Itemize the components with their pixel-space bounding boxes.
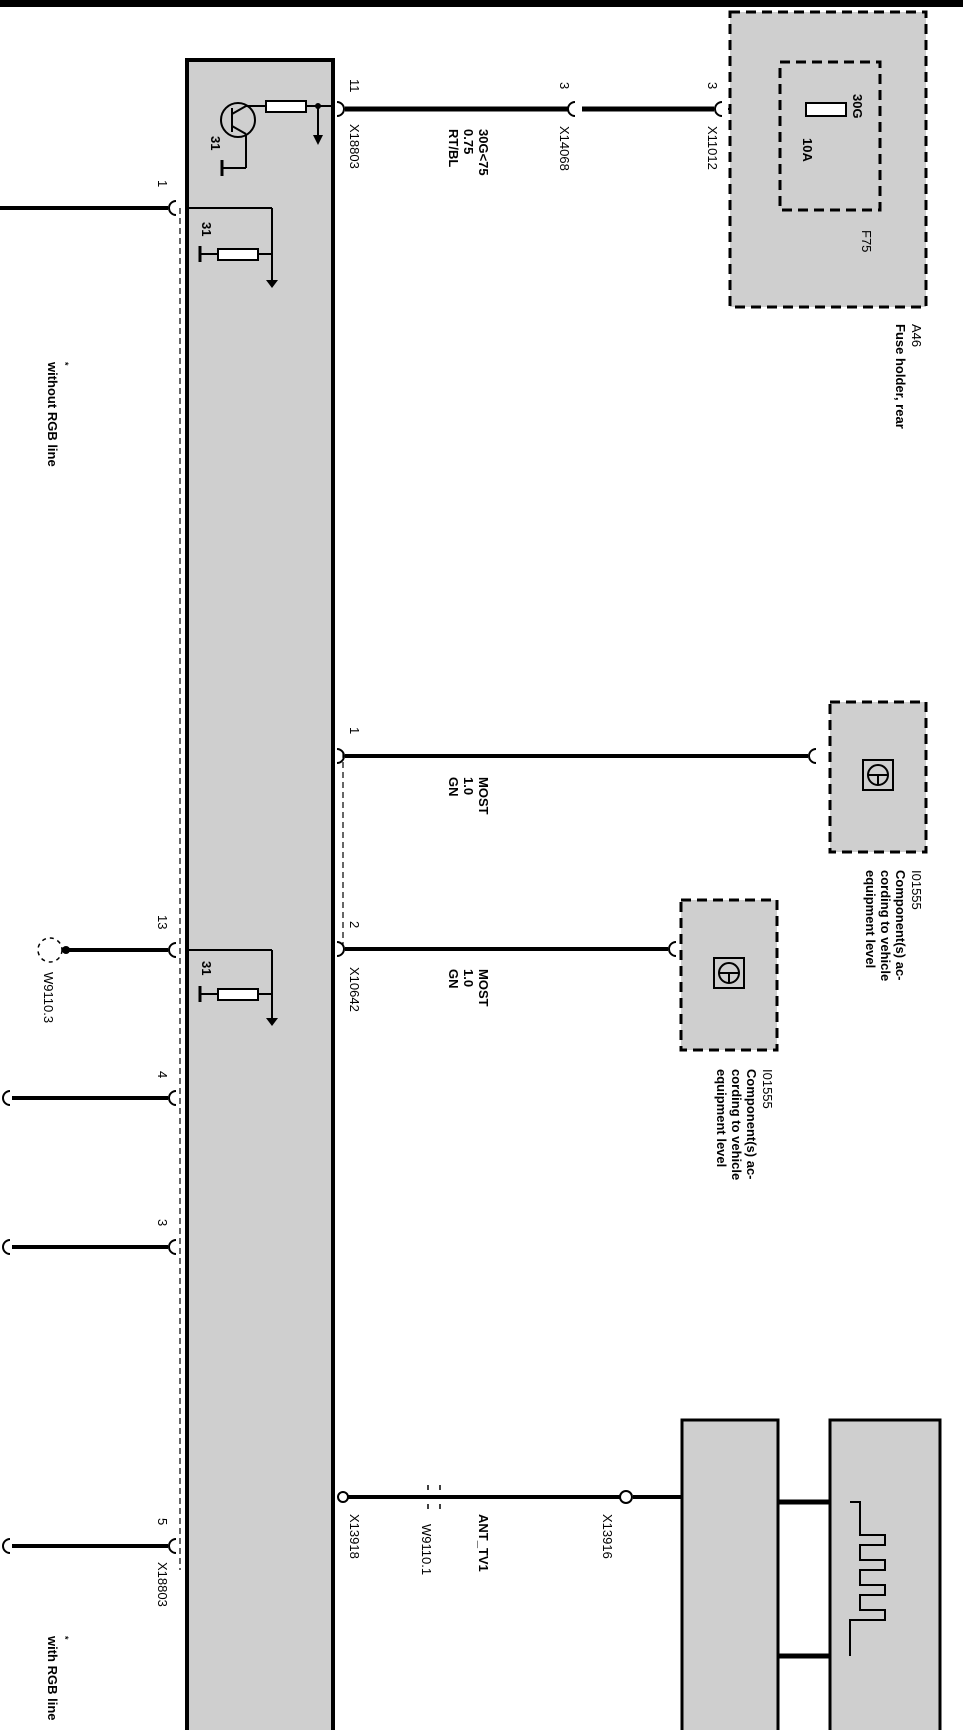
component-box-1 [828,700,928,854]
component-description: equipment level [714,1069,729,1167]
note-mark: * [60,1636,70,1640]
ground-label: 31 [199,961,214,975]
note-with-rgb: with RGB line [45,1635,60,1721]
antenna-meander-icon [849,1501,886,1656]
pin-number: 3 [155,1219,170,1226]
connector-label: X18803 [155,1562,170,1607]
left-wire-pin4 [2,1090,177,1106]
most-wire-2 [336,941,677,957]
left-wire-pin1 [0,200,177,216]
ground-label: 31 [208,136,223,150]
component-description: Component(s) ac- [893,870,908,981]
connector-label: X13918 [347,1514,362,1559]
left-wire-pin13 [68,942,177,958]
shield-circle [37,937,63,963]
wire-gauge: 0.75 [461,129,476,154]
most-wire-1 [336,748,817,764]
ground-arrow-icon [266,280,278,288]
fuse-inner-box [778,60,882,212]
component-id: I01555 [909,870,924,910]
wire-signal: MOST [476,969,491,1007]
pin-number: 1 [155,180,170,187]
connector-label: X10642 [347,967,362,1012]
most-symbol-icon [713,957,745,989]
antenna-connector-mid [619,1490,633,1504]
left-wire-pin5 [2,1538,177,1554]
component-description: cording to vehicle [878,870,893,981]
main-module [185,58,335,1730]
pin-number: 4 [155,1071,170,1078]
component-description: Component(s) ac- [744,1069,759,1180]
most-symbol-icon [862,759,894,791]
wire-color: GN [446,777,461,797]
wire-gauge: 1.0 [461,777,476,795]
connector-label: X11012 [705,126,720,170]
antenna-connector-module [337,1491,349,1503]
connector-label: X13916 [600,1514,615,1559]
wire-signal: ANT_TV1 [476,1514,491,1572]
fuse-terminal: 30G [850,94,865,119]
note-mark: * [60,362,70,366]
note-without-rgb: without RGB line [45,361,60,467]
connector-label: X14068 [557,126,572,171]
antenna-amplifier-block [680,1418,780,1730]
ground-label: 31 [199,222,214,236]
output-transistor-symbol [220,100,333,176]
ground-resistor-2 [187,949,273,1018]
component-description: equipment level [863,870,878,968]
pin-number: 3 [557,82,572,89]
ground-resistor-1 [187,207,273,280]
fuse-holder-id: A46 [909,324,924,347]
fuse-id: F75 [859,230,874,252]
wire-signal: MOST [476,777,491,815]
ground-arrow-icon [266,1018,278,1026]
component-description: cording to vehicle [729,1069,744,1180]
wire-label: W9110.3 [41,972,56,1023]
pin-number: 11 [347,79,362,93]
arrow-down-icon [313,135,323,145]
antenna-links [778,1499,830,1659]
pin-number: 1 [347,727,362,734]
top-border [0,0,963,7]
fuse-rating: 10A [800,138,815,162]
fuse-icon [805,102,847,117]
left-wire-pin3 [2,1239,177,1255]
pin-number: 5 [155,1518,170,1525]
wire-gauge: 1.0 [461,969,476,987]
wire-signal: 30G<75 [476,129,491,176]
component-id: I01555 [760,1069,775,1109]
connector-label: X18803 [347,124,362,169]
pin-number: 3 [705,82,720,89]
shield-dashes [427,1485,441,1509]
fuse-holder-name: Fuse holder, rear [893,324,908,429]
pin-number: 2 [347,921,362,928]
wire-color: GN [446,969,461,989]
pin-number: 13 [155,915,170,929]
wire-label: W9110.1 [419,1524,434,1575]
antenna-block [828,1418,942,1730]
wire-color: RT/BL [446,129,461,167]
junction-dot [315,103,321,109]
wire-end-dot [62,946,70,954]
